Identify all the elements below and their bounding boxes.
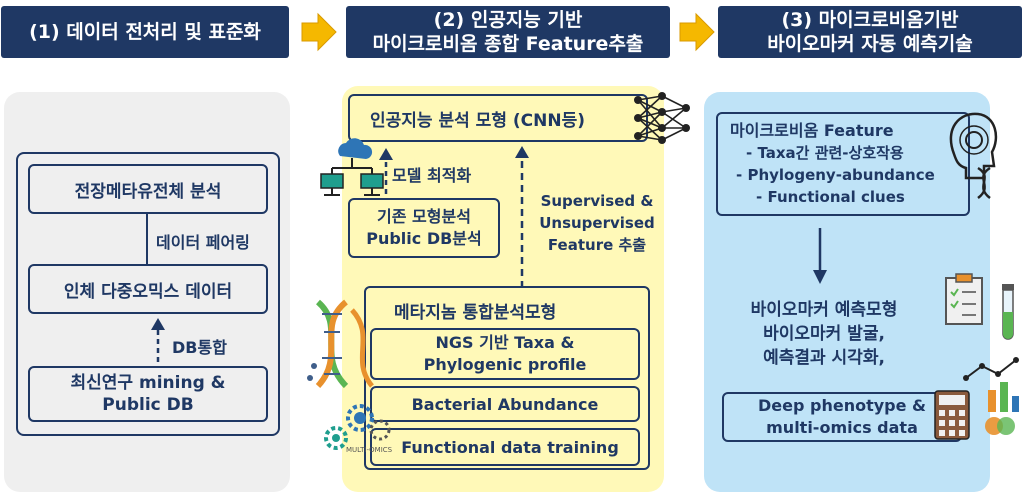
latest-research-line2: Public DB [102, 395, 194, 415]
multiomics-tag: MULTI-OMICS [346, 446, 393, 454]
existing-model-line2: Public DB분석 [366, 229, 482, 248]
ngs-taxa-box: NGS 기반 Taxa & Phylogenic profile [370, 328, 640, 380]
feature-extraction-arrow [515, 146, 529, 288]
step1-title: (1) 데이터 전처리 및 표준화 [29, 21, 261, 43]
feature-title: 마이크로비옴 Feature [730, 121, 894, 140]
step2-title-line2: 마이크로비옴 종합 Feature추출 [372, 33, 644, 55]
step2-title-line1: (2) 인공지능 기반 [433, 9, 583, 31]
step3-header: (3) 마이크로비옴기반 바이오마커 자동 예측기술 [718, 6, 1022, 58]
model-optimization-arrow [379, 148, 393, 194]
panel1-frame [16, 152, 280, 436]
biomarker-line1: 바이오마커 예측모형 [750, 300, 898, 320]
cloud-network-icon [320, 138, 384, 196]
dna-icon [307, 299, 374, 389]
existing-model-box: 기존 모형분석 Public DB분석 [348, 198, 500, 258]
arrow-right-icon [679, 12, 715, 52]
functional-data-box: Functional data training [370, 428, 640, 466]
step1-header: (1) 데이터 전처리 및 표준화 [1, 6, 289, 58]
data-pairing-label: 데이터 페어링 [156, 233, 250, 252]
deep-phenotype-box: Deep phenotype & multi-omics data [722, 392, 962, 442]
feature-bullet: - Phylogeny-abundance [736, 166, 935, 184]
test-tube-icon [1002, 284, 1014, 340]
ai-model-box: 인공지능 분석 모형 (CNN등) [348, 94, 648, 142]
existing-model-line1: 기존 모형분석 [377, 207, 471, 226]
supervised-label: Supervised & Unsupervised Feature 추출 [539, 192, 655, 254]
metagenome-model-title: 메타지놈 통합분석모형 [394, 303, 557, 323]
step3-title-line1: (3) 마이크로비옴기반 [781, 9, 959, 31]
latest-research-box: 최신연구 mining & Public DB [28, 366, 268, 422]
down-arrow [813, 228, 827, 284]
arrow-right-icon [301, 12, 337, 52]
feature-bullet: - Taxa간 관련-상호작용 [746, 144, 904, 162]
gear-icon [324, 404, 391, 450]
metagenome-analysis-box: 전장메타유전체 분석 [28, 164, 268, 214]
feature-bullet: - Functional clues [756, 188, 905, 206]
chart-icon [963, 357, 1019, 435]
calculator-icon [934, 390, 970, 440]
microbiome-feature-box: 마이크로비옴 Feature - Taxa간 관련-상호작용 - Phyloge… [716, 112, 970, 216]
panel-ai-extraction [342, 86, 664, 492]
step2-header: (2) 인공지능 기반 마이크로비옴 종합 Feature추출 [346, 6, 670, 58]
ngs-taxa-line2: Phylogenic profile [423, 355, 587, 374]
db-integration-arrow [151, 318, 165, 362]
step3-title-line2: 바이오마커 자동 예측기술 [767, 33, 973, 55]
db-integration-label: DB통합 [172, 338, 227, 357]
clipboard-icon [945, 273, 983, 325]
multiomics-data-box: 인체 다중오믹스 데이터 [28, 264, 268, 314]
biomarker-line2: 바이오마커 발굴, [763, 324, 885, 344]
panel-preprocessing [4, 92, 290, 492]
pairing-connector [146, 214, 148, 264]
deep-phenotype-line2: multi-omics data [766, 418, 918, 437]
bacterial-abundance-box: Bacterial Abundance [370, 386, 640, 422]
biomarker-line3: 예측결과 시각화, [763, 348, 885, 368]
model-optimization-label: 모델 최적화 [392, 166, 472, 185]
latest-research-line1: 최신연구 mining & [70, 373, 226, 393]
ngs-taxa-line1: NGS 기반 Taxa & [435, 333, 575, 352]
neural-network-icon [634, 92, 690, 144]
deep-phenotype-line1: Deep phenotype & [758, 396, 926, 415]
head-dna-icon [949, 112, 998, 199]
biomarker-text: 바이오마커 예측모형 바이오마커 발굴, 예측결과 시각화, [714, 298, 934, 370]
